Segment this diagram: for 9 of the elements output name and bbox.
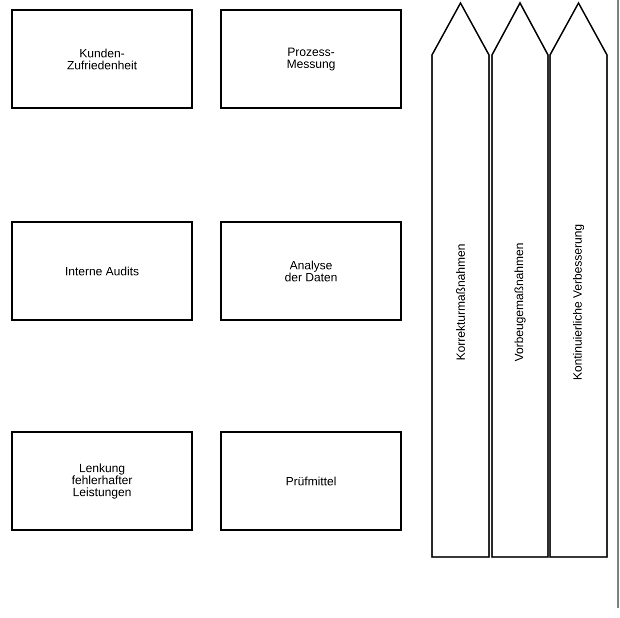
pointed-band: Vorbeugemaßnahmen xyxy=(491,1,549,558)
process-box: Analyse der Daten xyxy=(220,221,402,321)
pointed-band: Kontinuierliche Verbesserung xyxy=(549,1,608,558)
process-box: Lenkung fehlerhafter Leistungen xyxy=(11,431,193,531)
process-box: Prozess-Messung xyxy=(220,9,402,109)
pointed-band: Korrekturmaßnahmen xyxy=(431,1,490,558)
process-box: Interne Audits xyxy=(11,221,193,321)
process-box: Kunden-Zufriedenheit xyxy=(11,9,193,109)
process-box: Prüfmittel xyxy=(220,431,402,531)
